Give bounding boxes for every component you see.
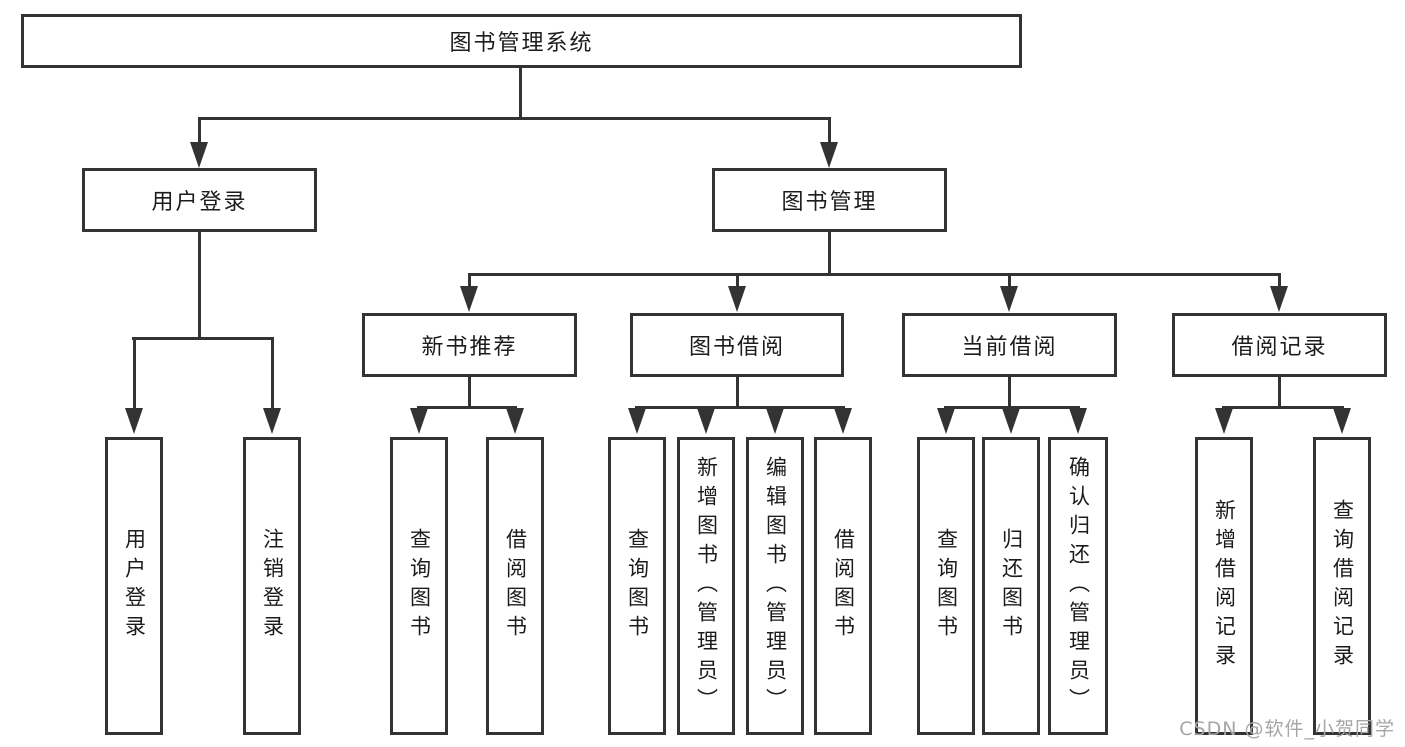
- connector-shaft: [828, 117, 831, 145]
- leaf-edit-books-admin: 编辑图书（管理员）: [746, 437, 804, 735]
- arrowhead-down-icon: [628, 408, 646, 434]
- arrowhead-down-icon: [1333, 408, 1351, 434]
- connector-user-login-branch: [132, 337, 274, 340]
- connector-level3-branch: [468, 273, 1281, 276]
- arrowhead-down-icon: [728, 286, 746, 312]
- node-user-login: 用户登录: [82, 168, 317, 232]
- csdn-watermark: CSDN @软件_小贺同学: [1179, 718, 1395, 740]
- connector-shaft: [271, 337, 274, 411]
- connector-book-mgmt-drop: [828, 232, 831, 275]
- connector-shaft: [1278, 273, 1281, 288]
- arrowhead-down-icon: [697, 408, 715, 434]
- connector-shaft: [736, 273, 739, 288]
- node-current-borrowing: 当前借阅: [902, 313, 1117, 377]
- leaf-logout: 注销登录: [243, 437, 301, 735]
- arrowhead-down-icon: [1270, 286, 1288, 312]
- leaf-label: 查询图书: [407, 528, 432, 644]
- leaf-query-books-recommend: 查询图书: [390, 437, 448, 735]
- connector-drop: [468, 377, 471, 409]
- connector-shaft: [1008, 273, 1011, 288]
- connector-drop: [1008, 377, 1011, 409]
- arrowhead-down-icon: [1215, 408, 1233, 434]
- arrowhead-down-icon: [1069, 408, 1087, 434]
- arrowhead-down-icon: [937, 408, 955, 434]
- arrowhead-down-icon: [834, 408, 852, 434]
- connector-branch: [635, 406, 845, 409]
- node-book-management: 图书管理: [712, 168, 947, 232]
- leaf-label: 新增图书（管理员）: [694, 455, 719, 717]
- connector-shaft: [468, 273, 471, 288]
- leaf-add-books-admin: 新增图书（管理员）: [677, 437, 735, 735]
- node-book-borrowing: 图书借阅: [630, 313, 844, 377]
- leaf-query-borrow-record: 查询借阅记录: [1313, 437, 1371, 735]
- arrowhead-down-icon: [263, 408, 281, 434]
- arrowhead-down-icon: [460, 286, 478, 312]
- leaf-label: 编辑图书（管理员）: [763, 455, 788, 717]
- leaf-borrow-books-borrowing: 借阅图书: [814, 437, 872, 735]
- node-label: 图书管理系统: [449, 31, 594, 56]
- leaf-label: 借阅图书: [503, 528, 528, 644]
- leaf-query-books-current: 查询图书: [917, 437, 975, 735]
- arrowhead-down-icon: [125, 408, 143, 434]
- node-library-management-system: 图书管理系统: [21, 14, 1022, 68]
- leaf-label: 查询借阅记录: [1330, 499, 1355, 673]
- connector-shaft: [133, 337, 136, 411]
- leaf-query-books-borrowing: 查询图书: [608, 437, 666, 735]
- connector-root-drop: [519, 67, 522, 120]
- leaf-label: 查询图书: [934, 528, 959, 644]
- node-label: 用户登录: [151, 190, 248, 215]
- node-label: 当前借阅: [961, 335, 1058, 360]
- leaf-add-borrow-record: 新增借阅记录: [1195, 437, 1253, 735]
- connector-level2-branch: [198, 117, 831, 120]
- leaf-label: 查询图书: [625, 528, 650, 644]
- leaf-user-login: 用户登录: [105, 437, 163, 735]
- connector-shaft: [198, 117, 201, 145]
- arrowhead-down-icon: [1002, 408, 1020, 434]
- node-label: 新书推荐: [421, 335, 518, 360]
- leaf-label: 注销登录: [260, 528, 285, 644]
- leaf-label: 用户登录: [122, 528, 147, 644]
- connector-branch: [417, 406, 517, 409]
- arrowhead-down-icon: [506, 408, 524, 434]
- node-label: 图书管理: [781, 190, 878, 215]
- leaf-borrow-books-recommend: 借阅图书: [486, 437, 544, 735]
- leaf-return-books: 归还图书: [982, 437, 1040, 735]
- leaf-label: 新增借阅记录: [1212, 499, 1237, 673]
- node-label: 借阅记录: [1231, 335, 1328, 360]
- node-new-book-recommendation: 新书推荐: [362, 313, 577, 377]
- node-label: 图书借阅: [688, 335, 785, 360]
- arrowhead-down-icon: [820, 142, 838, 168]
- arrowhead-down-icon: [410, 408, 428, 434]
- connector-drop: [1278, 377, 1281, 409]
- arrowhead-down-icon: [766, 408, 784, 434]
- arrowhead-down-icon: [190, 142, 208, 168]
- connector-drop: [736, 377, 739, 409]
- leaf-confirm-return-admin: 确认归还（管理员）: [1048, 437, 1108, 735]
- connector-branch: [1222, 406, 1344, 409]
- leaf-label: 归还图书: [999, 528, 1024, 644]
- node-borrowing-records: 借阅记录: [1172, 313, 1387, 377]
- connector-user-login-drop: [198, 232, 201, 340]
- leaf-label: 确认归还（管理员）: [1066, 455, 1091, 717]
- leaf-label: 借阅图书: [831, 528, 856, 644]
- arrowhead-down-icon: [1000, 286, 1018, 312]
